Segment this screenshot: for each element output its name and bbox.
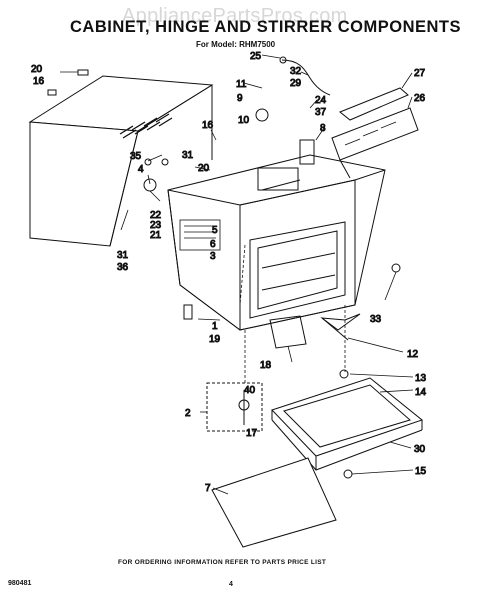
part-label: 31: [117, 250, 129, 261]
part-label: 12: [407, 349, 419, 360]
part-label: 18: [260, 360, 272, 371]
page-title: CABINET, HINGE AND STIRRER COMPONENTS: [70, 18, 461, 36]
part-label: 8: [320, 123, 326, 134]
part-label: 10: [238, 115, 250, 126]
part-label: 17: [246, 428, 258, 439]
part-label: 30: [414, 444, 426, 455]
part-label: 5: [212, 225, 218, 236]
part-label: 16: [33, 76, 45, 87]
leader-lines: [60, 54, 414, 495]
control-panel: [179, 219, 221, 251]
part-number-labels: 20 16 25 32 29 27 11 24 37 26 9 8 10 16 …: [31, 51, 428, 495]
model-line: For Model: RHM7500: [196, 40, 276, 49]
part-label: 4: [138, 164, 144, 175]
ordering-note: FOR ORDERING INFORMATION REFER TO PARTS …: [118, 559, 327, 566]
part-label: 14: [415, 387, 427, 398]
part-label: 24: [315, 95, 327, 106]
part-label: 6: [210, 239, 216, 250]
cover-plate: [269, 315, 307, 349]
part-label: 25: [250, 51, 262, 62]
hinge-assembly: [206, 382, 263, 432]
part-label: 16: [202, 120, 214, 131]
vent-cover: [331, 87, 419, 179]
part-label: 1: [212, 321, 218, 332]
wire-harness: [281, 59, 331, 96]
part-label: 29: [290, 78, 302, 89]
part-label: 26: [414, 93, 426, 104]
part-label: 15: [415, 466, 427, 477]
part-label: 9: [237, 93, 243, 104]
part-label: 23: [150, 220, 162, 231]
part-label: 2: [185, 408, 191, 419]
watermark: AppliancePartsPros.com: [122, 5, 348, 27]
part-label: 3: [210, 251, 216, 262]
cabinet-vents: [119, 113, 173, 139]
part-label: 19: [209, 334, 221, 345]
part-label: 21: [150, 230, 162, 241]
part-label: 36: [117, 262, 129, 273]
part-label: 32: [290, 66, 302, 77]
part-label: 13: [415, 373, 427, 384]
part-label: 11: [236, 79, 247, 90]
part-label: 7: [205, 483, 211, 494]
part-label: 33: [370, 314, 382, 325]
outer-cabinet: [28, 75, 214, 247]
part-label: 22: [150, 210, 162, 221]
stirrer-blade: [320, 313, 361, 341]
page-number: 4: [229, 581, 233, 588]
part-label: 35: [130, 151, 142, 162]
oven-chassis: [167, 139, 386, 331]
tray-frame: [271, 377, 424, 471]
part-label: 40: [244, 385, 256, 396]
part-label: 27: [414, 68, 426, 79]
part-label: 20: [198, 163, 210, 174]
bottom-plate: [211, 457, 337, 548]
part-label: 31: [182, 150, 194, 161]
part-label: 20: [31, 64, 43, 75]
part-label: 37: [315, 107, 327, 118]
doc-number: 980481: [8, 580, 32, 587]
